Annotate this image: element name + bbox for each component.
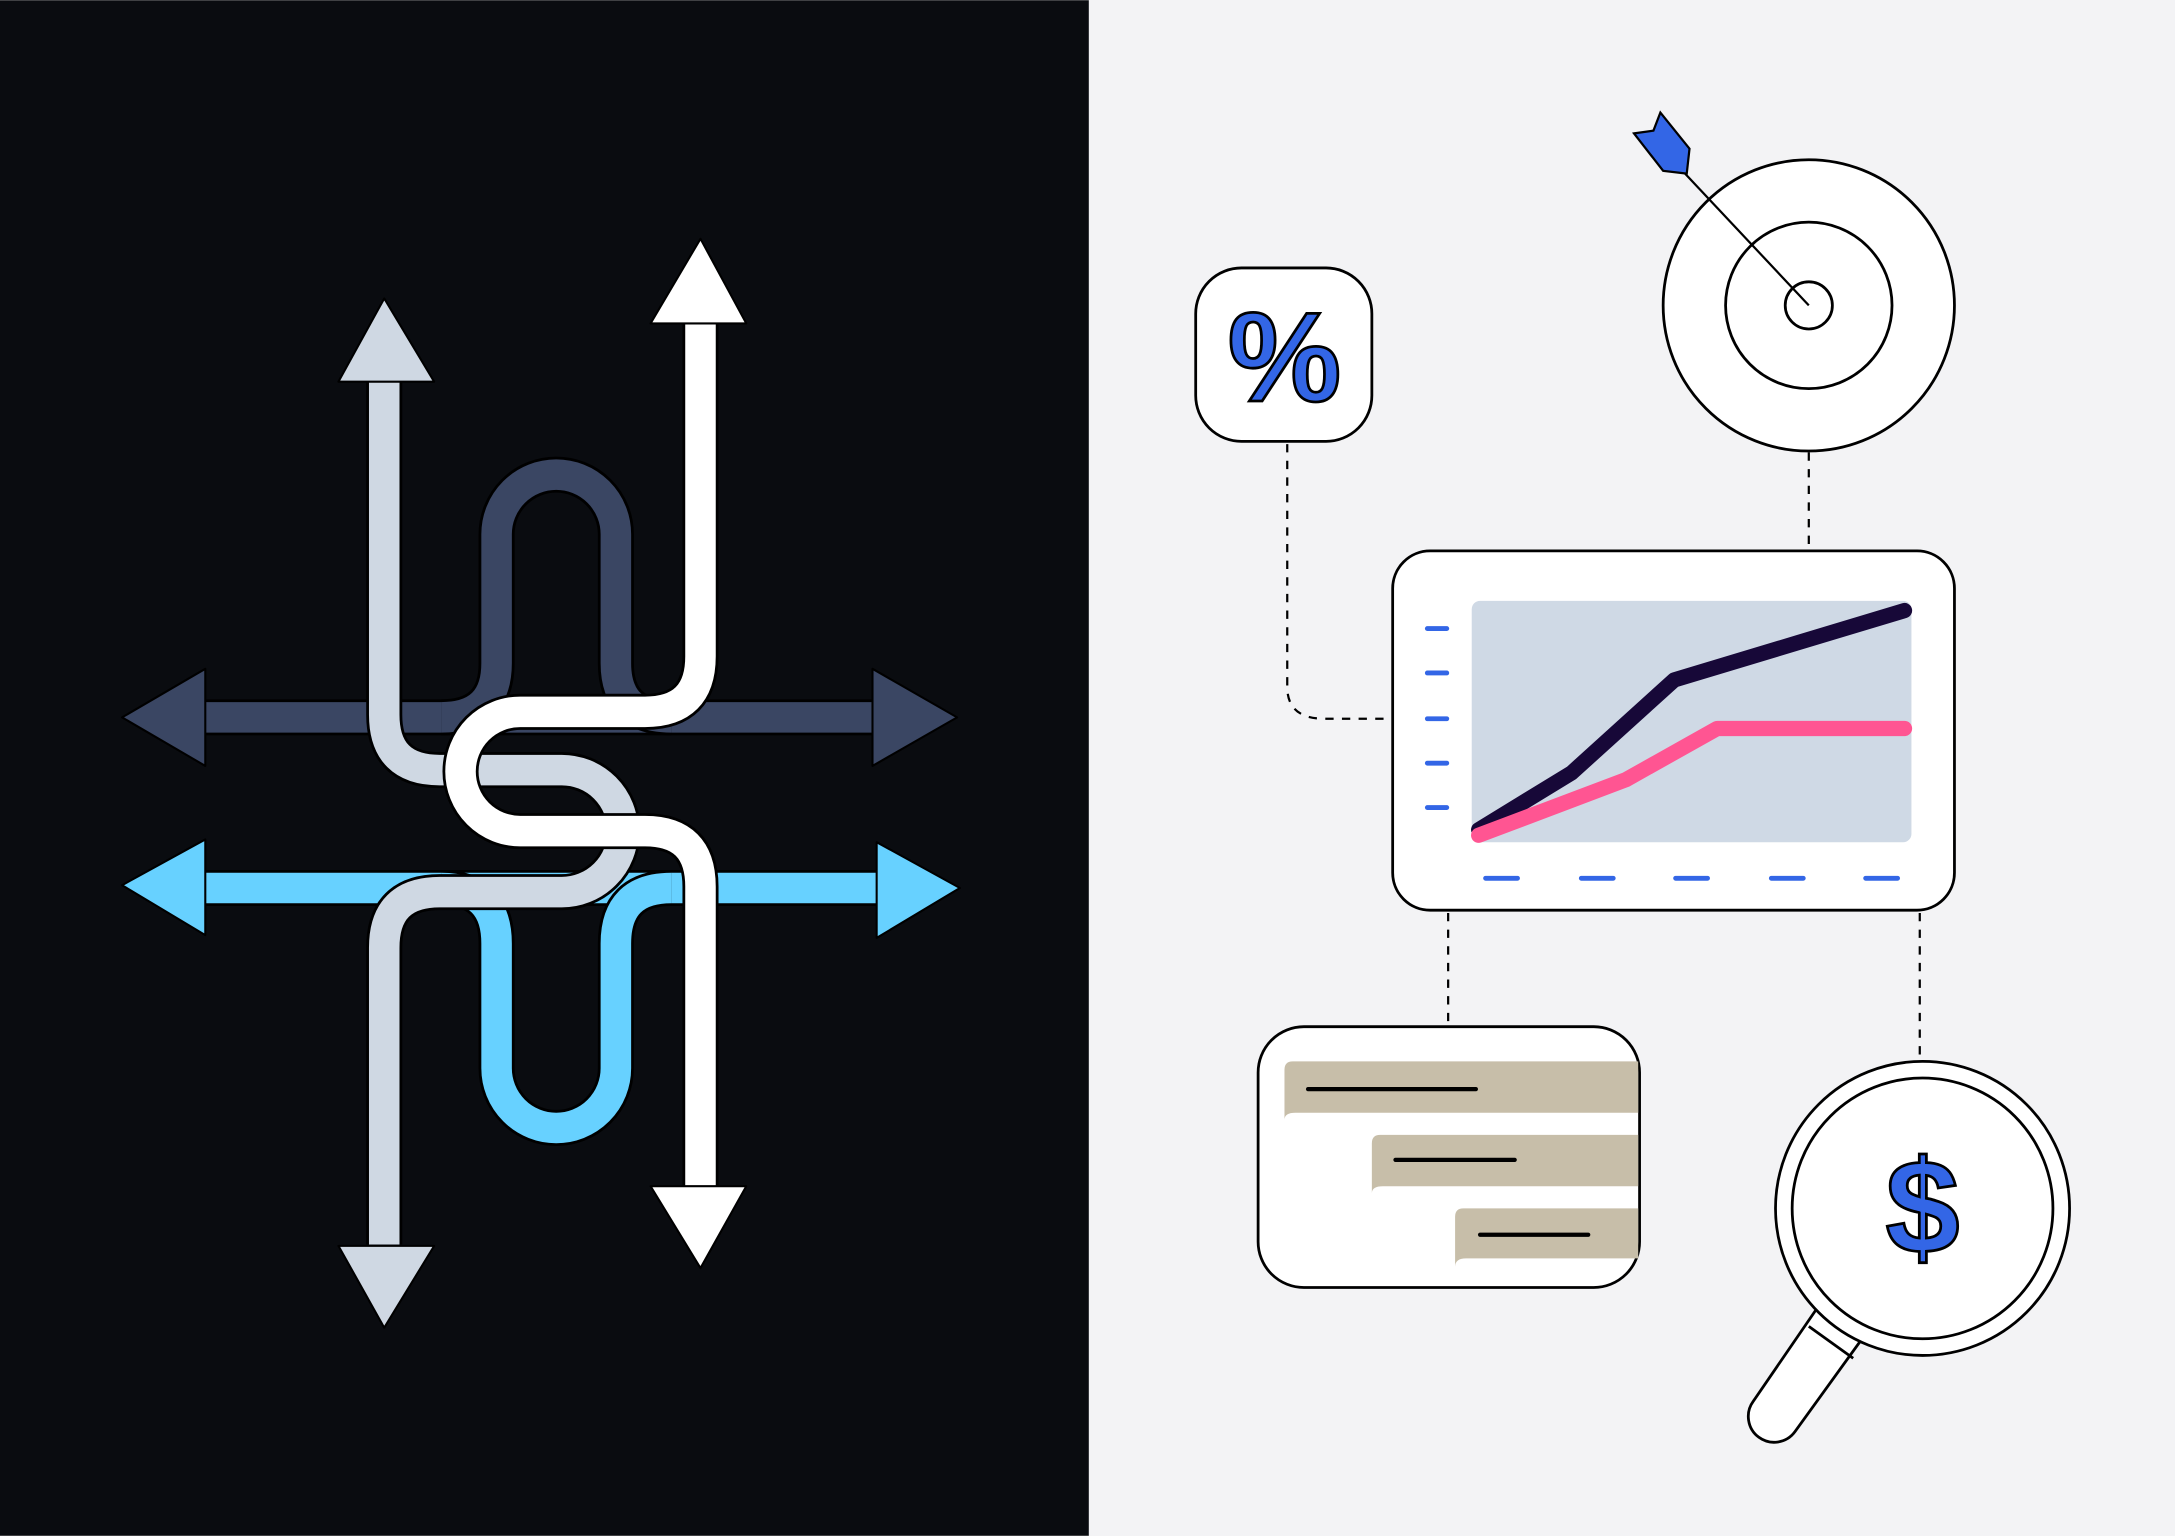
- message-bubble: [1455, 1208, 1639, 1267]
- arrow-up-icon: [337, 297, 436, 383]
- arrow-down-icon: [337, 1244, 436, 1329]
- message-bubble: [1371, 1134, 1639, 1194]
- y-axis-ticks: [1424, 626, 1450, 810]
- arrow-up-icon: [649, 237, 748, 325]
- magnifier-icon: $: [1746, 1059, 2071, 1444]
- dart-icon: [1631, 110, 1691, 175]
- arrow-right-icon: [875, 841, 961, 939]
- dark-series-line: [1471, 602, 1913, 838]
- percent-icon: %: [1228, 286, 1341, 429]
- arrow-down-icon: [649, 1185, 748, 1270]
- white-arrow: [442, 237, 748, 1270]
- pink-series-line: [1471, 720, 1913, 843]
- arrow-right-icon: [871, 667, 959, 767]
- arrow-left-icon: [121, 838, 207, 937]
- chart-card: [1391, 549, 1956, 912]
- chart-area: [1471, 600, 1912, 843]
- target-icon: [1631, 110, 1956, 453]
- chat-card: [1256, 1025, 1641, 1289]
- dashed-connectors: [1286, 444, 1921, 1063]
- arrow-left-icon: [121, 667, 207, 767]
- percent-card: %: [1194, 266, 1374, 443]
- dollar-icon: $: [1886, 1133, 1960, 1282]
